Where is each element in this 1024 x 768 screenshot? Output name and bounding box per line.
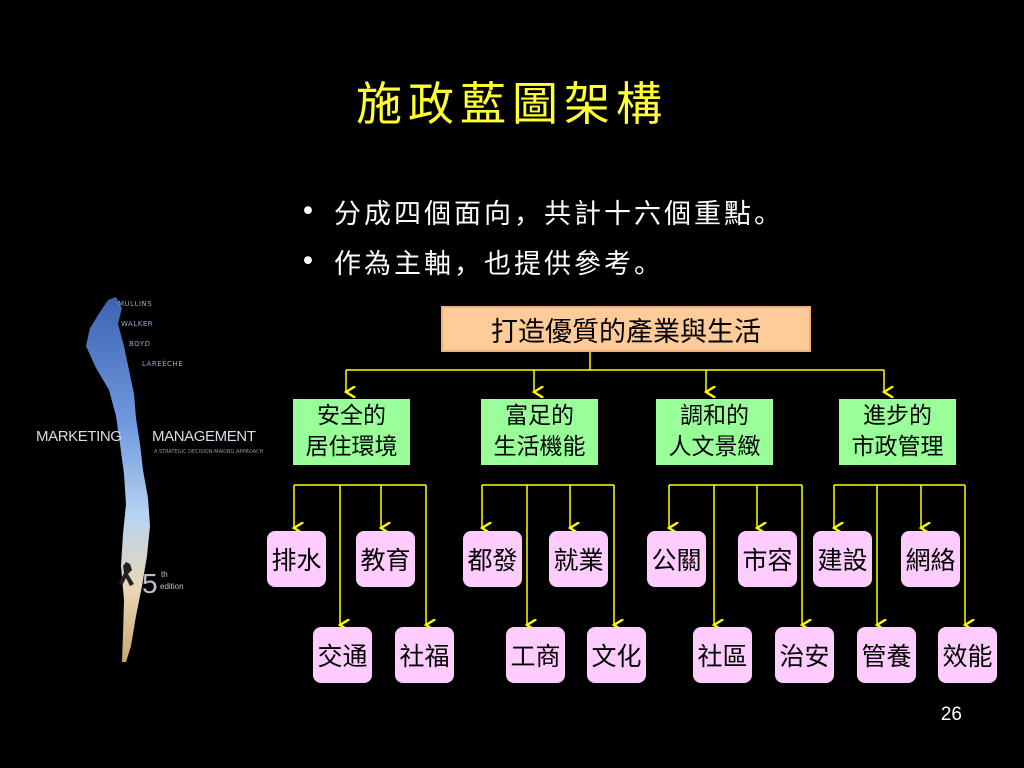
category-line1: 進步的	[863, 403, 932, 429]
leaf-box: 工商	[506, 627, 565, 683]
book-title-left: MARKETING	[36, 428, 122, 445]
category-line2: 人文景緻	[668, 434, 761, 460]
category-line1: 富足的	[505, 403, 574, 429]
bullet-dot-icon: •	[300, 195, 319, 227]
category-box-safety: 安全的 居住環境	[293, 399, 410, 465]
category-line1: 安全的	[317, 403, 386, 429]
book-edition-suffix: th	[161, 570, 168, 579]
category-line1: 調和的	[680, 403, 749, 429]
org-root-box: 打造優質的產業與生活	[441, 306, 811, 352]
bullet-text: 作為主軸，也提供參考。	[334, 248, 664, 280]
bullet-list: • 分成四個面向，共計十六個重點。 • 作為主軸，也提供參考。	[300, 186, 784, 286]
leaf-box: 社區	[693, 627, 752, 683]
leaf-box: 網絡	[901, 531, 960, 587]
leaf-box: 市容	[738, 531, 797, 587]
leaf-box: 就業	[549, 531, 608, 587]
leaf-box: 管養	[857, 627, 916, 683]
leaf-box: 社福	[395, 627, 454, 683]
leaf-box: 交通	[313, 627, 372, 683]
category-box-harmony: 調和的 人文景緻	[656, 399, 773, 465]
book-author: BOYD	[129, 340, 151, 348]
sky-crevice-illustration	[86, 297, 150, 662]
leaf-box: 治安	[775, 627, 834, 683]
slide-title: 施政藍圖架構	[356, 77, 668, 131]
bullet-item: • 分成四個面向，共計十六個重點。	[300, 186, 784, 236]
bullet-text: 分成四個面向，共計十六個重點。	[334, 198, 784, 230]
book-title-right: MANAGEMENT	[152, 428, 256, 445]
leaf-box: 文化	[587, 627, 646, 683]
bullet-item: • 作為主軸，也提供參考。	[300, 236, 784, 286]
book-author: MULLINS	[118, 300, 153, 308]
book-author: WALKER	[121, 320, 154, 328]
book-subtitle: A STRATEGIC DECISION-MAKING APPROACH	[154, 449, 264, 455]
book-cover-image: MULLINS WALKER BOYD LAREÉCHE MARKETING M…	[30, 294, 274, 666]
leaf-box: 都發	[463, 531, 522, 587]
category-line2: 居住環境	[305, 434, 398, 460]
book-edition-number: 5	[142, 568, 158, 599]
leaf-box: 建設	[813, 531, 872, 587]
category-line2: 市政管理	[851, 434, 944, 460]
leaf-box: 教育	[356, 531, 415, 587]
climber-silhouette-icon	[119, 562, 134, 586]
book-author: LAREÉCHE	[142, 360, 184, 368]
book-edition-word: edition	[160, 582, 184, 591]
category-box-progress: 進步的 市政管理	[839, 399, 956, 465]
leaf-box: 效能	[938, 627, 997, 683]
category-box-prosperity: 富足的 生活機能	[481, 399, 598, 465]
leaf-box: 公關	[647, 531, 706, 587]
page-number: 26	[940, 704, 962, 725]
leaf-box: 排水	[267, 531, 326, 587]
bullet-dot-icon: •	[300, 245, 319, 277]
category-line2: 生活機能	[493, 434, 586, 460]
